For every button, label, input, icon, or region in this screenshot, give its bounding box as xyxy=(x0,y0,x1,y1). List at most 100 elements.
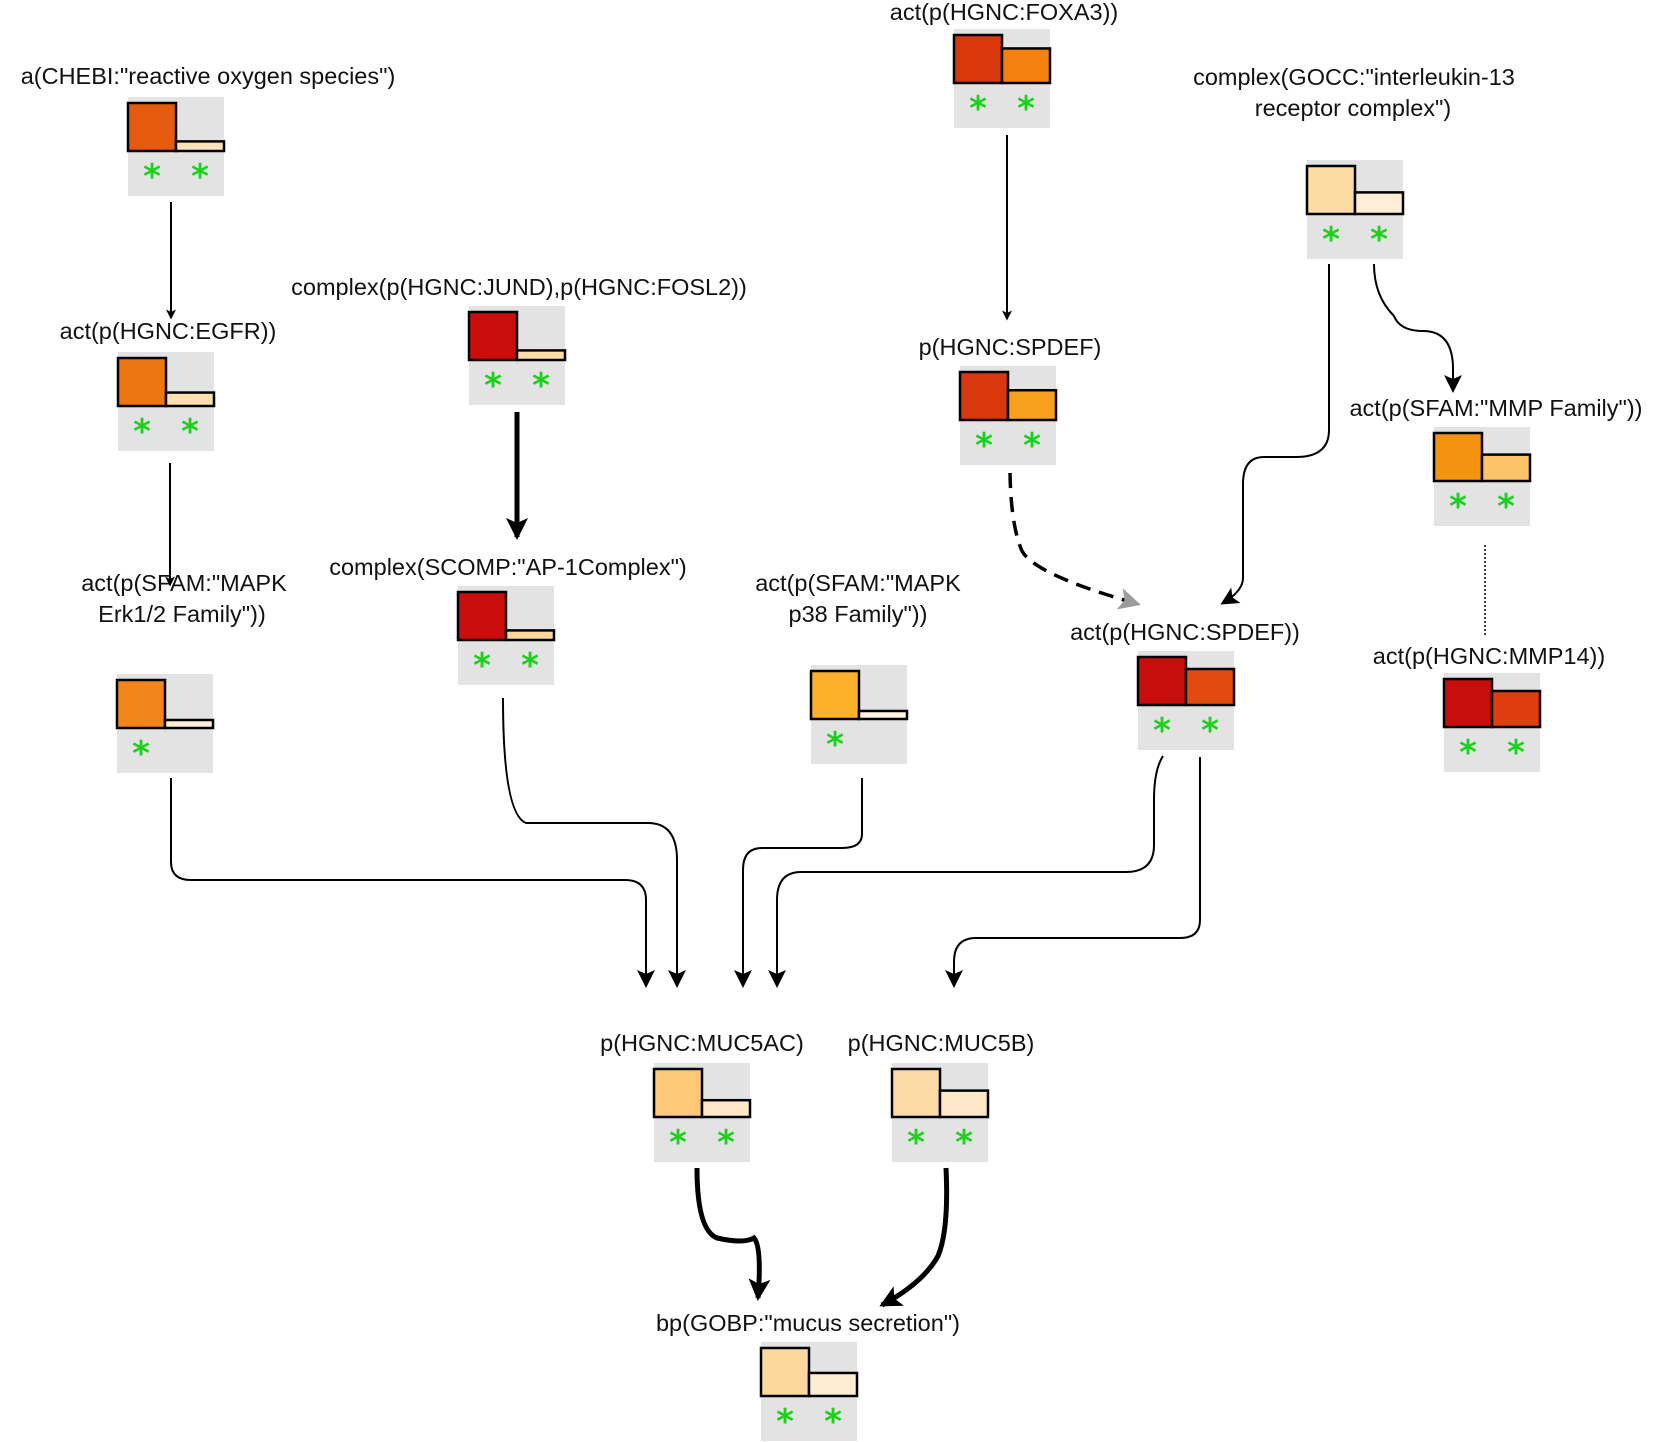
node-label: p38 Family")) xyxy=(789,601,928,627)
edges-layer xyxy=(165,135,1486,1308)
expression-bar-1 xyxy=(1136,655,1188,707)
node-label: act(p(SFAM:"MAPK xyxy=(755,570,961,596)
expression-bar-2 xyxy=(174,140,226,153)
node-label: act(p(HGNC:MMP14)) xyxy=(1373,643,1605,669)
edge-il13r-to-mmp_family xyxy=(1373,263,1462,393)
significance-star-icon: * xyxy=(484,366,502,406)
edge-mapk_erk-to-muc5ac xyxy=(170,778,655,988)
expression-bar-1 xyxy=(116,356,168,408)
edge-mapk_p38-to-muc5ac xyxy=(734,778,863,988)
expression-bar-2 xyxy=(1480,453,1532,483)
expression-bar-2 xyxy=(807,1371,859,1398)
significance-star-icon: * xyxy=(1459,733,1477,773)
node-label: p(HGNC:MUC5B) xyxy=(848,1030,1035,1056)
node-foxa3: act(p(HGNC:FOXA3)) * * xyxy=(890,0,1119,129)
significance-star-icon: * xyxy=(521,646,539,686)
significance-star-icon: * xyxy=(826,725,844,765)
expression-bar-1 xyxy=(1432,431,1484,483)
node-label: complex(SCOMP:"AP-1Complex") xyxy=(329,554,687,580)
expression-bar-1 xyxy=(1442,677,1494,729)
node-ros: a(CHEBI:"reactive oxygen species")** xyxy=(21,63,396,197)
significance-star-icon: * xyxy=(1370,220,1388,260)
node-label: act(p(SFAM:"MAPK xyxy=(81,570,287,596)
expression-bar-2 xyxy=(1006,388,1058,422)
expression-bar-1 xyxy=(952,33,1004,85)
node-label: act(p(HGNC:EGFR)) xyxy=(60,318,277,344)
node-label: p(HGNC:SPDEF) xyxy=(919,334,1102,360)
edge-il13r-to-act_spdef xyxy=(1220,264,1330,605)
expression-bar-2 xyxy=(938,1089,990,1119)
expression-bar-2 xyxy=(504,629,556,642)
significance-star-icon: * xyxy=(975,426,993,466)
significance-star-icon: * xyxy=(132,734,150,774)
expression-bar-1 xyxy=(809,669,861,721)
significance-star-icon: * xyxy=(133,412,151,452)
node-egfr: act(p(HGNC:EGFR)) * * xyxy=(60,318,277,452)
node-muc5b: p(HGNC:MUC5B)** xyxy=(848,1030,1035,1163)
expression-bar-2 xyxy=(857,709,909,721)
node-label: act(p(HGNC:FOXA3)) xyxy=(890,0,1119,25)
edge-muc5b-to-mucus xyxy=(879,1167,950,1308)
significance-star-icon: * xyxy=(473,646,491,686)
significance-star-icon: * xyxy=(1449,487,1467,527)
nodes-layer: a(CHEBI:"reactive oxygen species")**act(… xyxy=(21,0,1643,1442)
node-label: act(p(HGNC:SPDEF)) xyxy=(1070,619,1300,645)
significance-star-icon: * xyxy=(955,1123,973,1163)
node-mmp_family: act(p(SFAM:"MMP Family")) * * xyxy=(1349,395,1642,527)
significance-star-icon: * xyxy=(181,412,199,452)
node-label: complex(p(HGNC:JUND),p(HGNC:FOSL2)) xyxy=(291,274,747,300)
significance-star-icon: * xyxy=(776,1402,794,1442)
expression-bar-1 xyxy=(1305,164,1357,216)
expression-bar-2 xyxy=(1184,667,1236,707)
significance-star-icon: * xyxy=(1201,711,1219,751)
significance-star-icon: * xyxy=(191,157,209,197)
node-label: Erk1/2 Family")) xyxy=(98,601,266,627)
significance-star-icon: * xyxy=(969,89,987,129)
node-act_spdef: act(p(HGNC:SPDEF)) * * xyxy=(1070,619,1300,751)
node-mucus: bp(GOBP:"mucus secretion") * * xyxy=(656,1310,960,1442)
expression-bar-2 xyxy=(1490,689,1542,729)
node-label: act(p(SFAM:"MMP Family")) xyxy=(1349,395,1642,421)
node-label: bp(GOBP:"mucus secretion") xyxy=(656,1310,960,1336)
expression-bar-2 xyxy=(164,391,216,408)
expression-bar-1 xyxy=(890,1067,942,1119)
significance-star-icon: * xyxy=(1322,220,1340,260)
expression-bar-1 xyxy=(115,678,167,730)
expression-bar-1 xyxy=(759,1346,811,1398)
significance-star-icon: * xyxy=(532,366,550,406)
edge-muc5ac-to-mucus xyxy=(694,1167,771,1301)
expression-bar-1 xyxy=(456,590,508,642)
significance-star-icon: * xyxy=(1023,426,1041,466)
node-muc5ac: p(HGNC:MUC5AC) * * xyxy=(600,1030,804,1163)
significance-star-icon: * xyxy=(717,1123,735,1163)
edge-ap1-to-muc5ac xyxy=(502,697,686,988)
expression-bar-2 xyxy=(163,718,215,730)
expression-bar-2 xyxy=(1353,191,1405,216)
expression-bar-1 xyxy=(126,101,178,153)
expression-bar-1 xyxy=(652,1067,704,1119)
node-mmp14: act(p(HGNC:MMP14))** xyxy=(1373,643,1605,773)
significance-star-icon: * xyxy=(1017,89,1035,129)
node-label: p(HGNC:MUC5AC) xyxy=(600,1030,804,1056)
edge-act_spdef-to-muc5ac xyxy=(768,755,1164,988)
node-mapk_erk: act(p(SFAM:"MAPK Erk1/2 Family")) * xyxy=(81,570,287,774)
significance-star-icon: * xyxy=(669,1123,687,1163)
expression-bar-1 xyxy=(958,370,1010,422)
expression-bar-1 xyxy=(467,310,519,362)
significance-star-icon: * xyxy=(1153,711,1171,751)
significance-star-icon: * xyxy=(1497,487,1515,527)
edge-act_spdef-to-muc5b xyxy=(945,757,1201,988)
node-ap1: complex(SCOMP:"AP-1Complex") * * xyxy=(329,554,687,686)
node-mapk_p38: act(p(SFAM:"MAPK p38 Family")) * xyxy=(755,570,961,765)
expression-bar-2 xyxy=(700,1098,752,1119)
significance-star-icon: * xyxy=(143,157,161,197)
expression-bar-2 xyxy=(515,349,567,362)
significance-star-icon: * xyxy=(824,1402,842,1442)
edge-spdef-to-act_spdef xyxy=(1008,472,1141,610)
node-jund_fosl2: complex(p(HGNC:JUND),p(HGNC:FOSL2)) * * xyxy=(291,274,747,406)
expression-bar-2 xyxy=(1000,47,1052,85)
node-label: complex(GOCC:"interleukin-13 xyxy=(1193,64,1515,90)
node-spdef: p(HGNC:SPDEF) * * xyxy=(919,334,1102,466)
